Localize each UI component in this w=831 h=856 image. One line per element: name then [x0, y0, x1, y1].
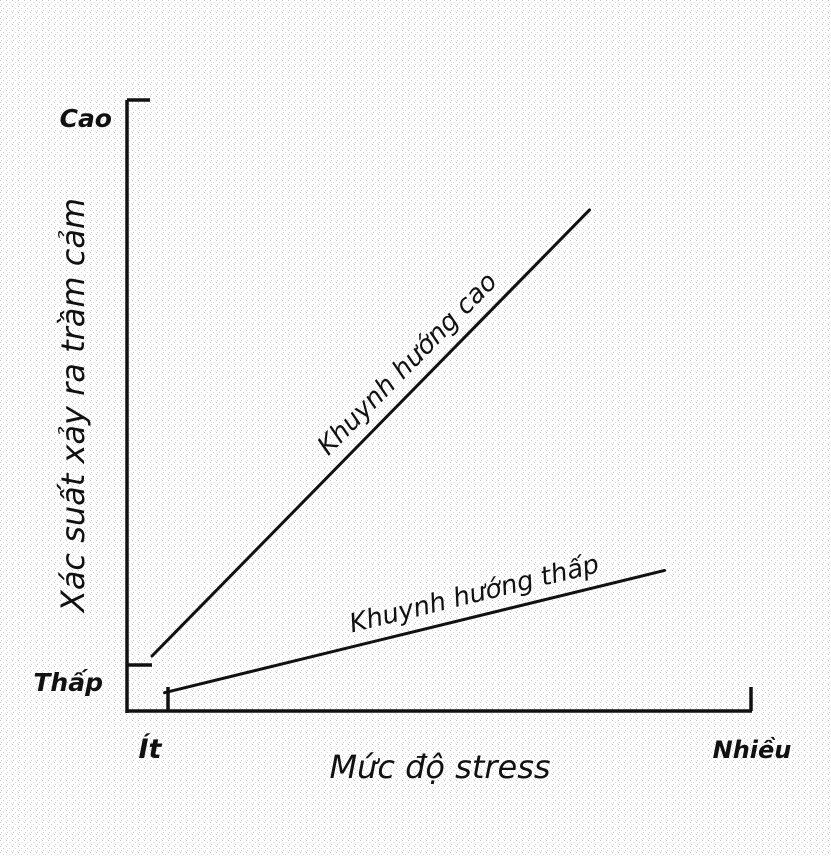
x-tick-label-low: Ít — [139, 733, 163, 765]
series-line-low — [163, 568, 666, 695]
x-axis-title: Mức độ stress — [329, 748, 550, 786]
x-tick-label-high: Nhiều — [713, 735, 792, 764]
series-line-high — [150, 208, 591, 658]
y-tick-label-high: Cao — [60, 104, 112, 133]
y-tick-label-low: Thấp — [33, 668, 103, 697]
y-axis-title: Xác suất xảy ra trầm cảm — [54, 198, 92, 614]
